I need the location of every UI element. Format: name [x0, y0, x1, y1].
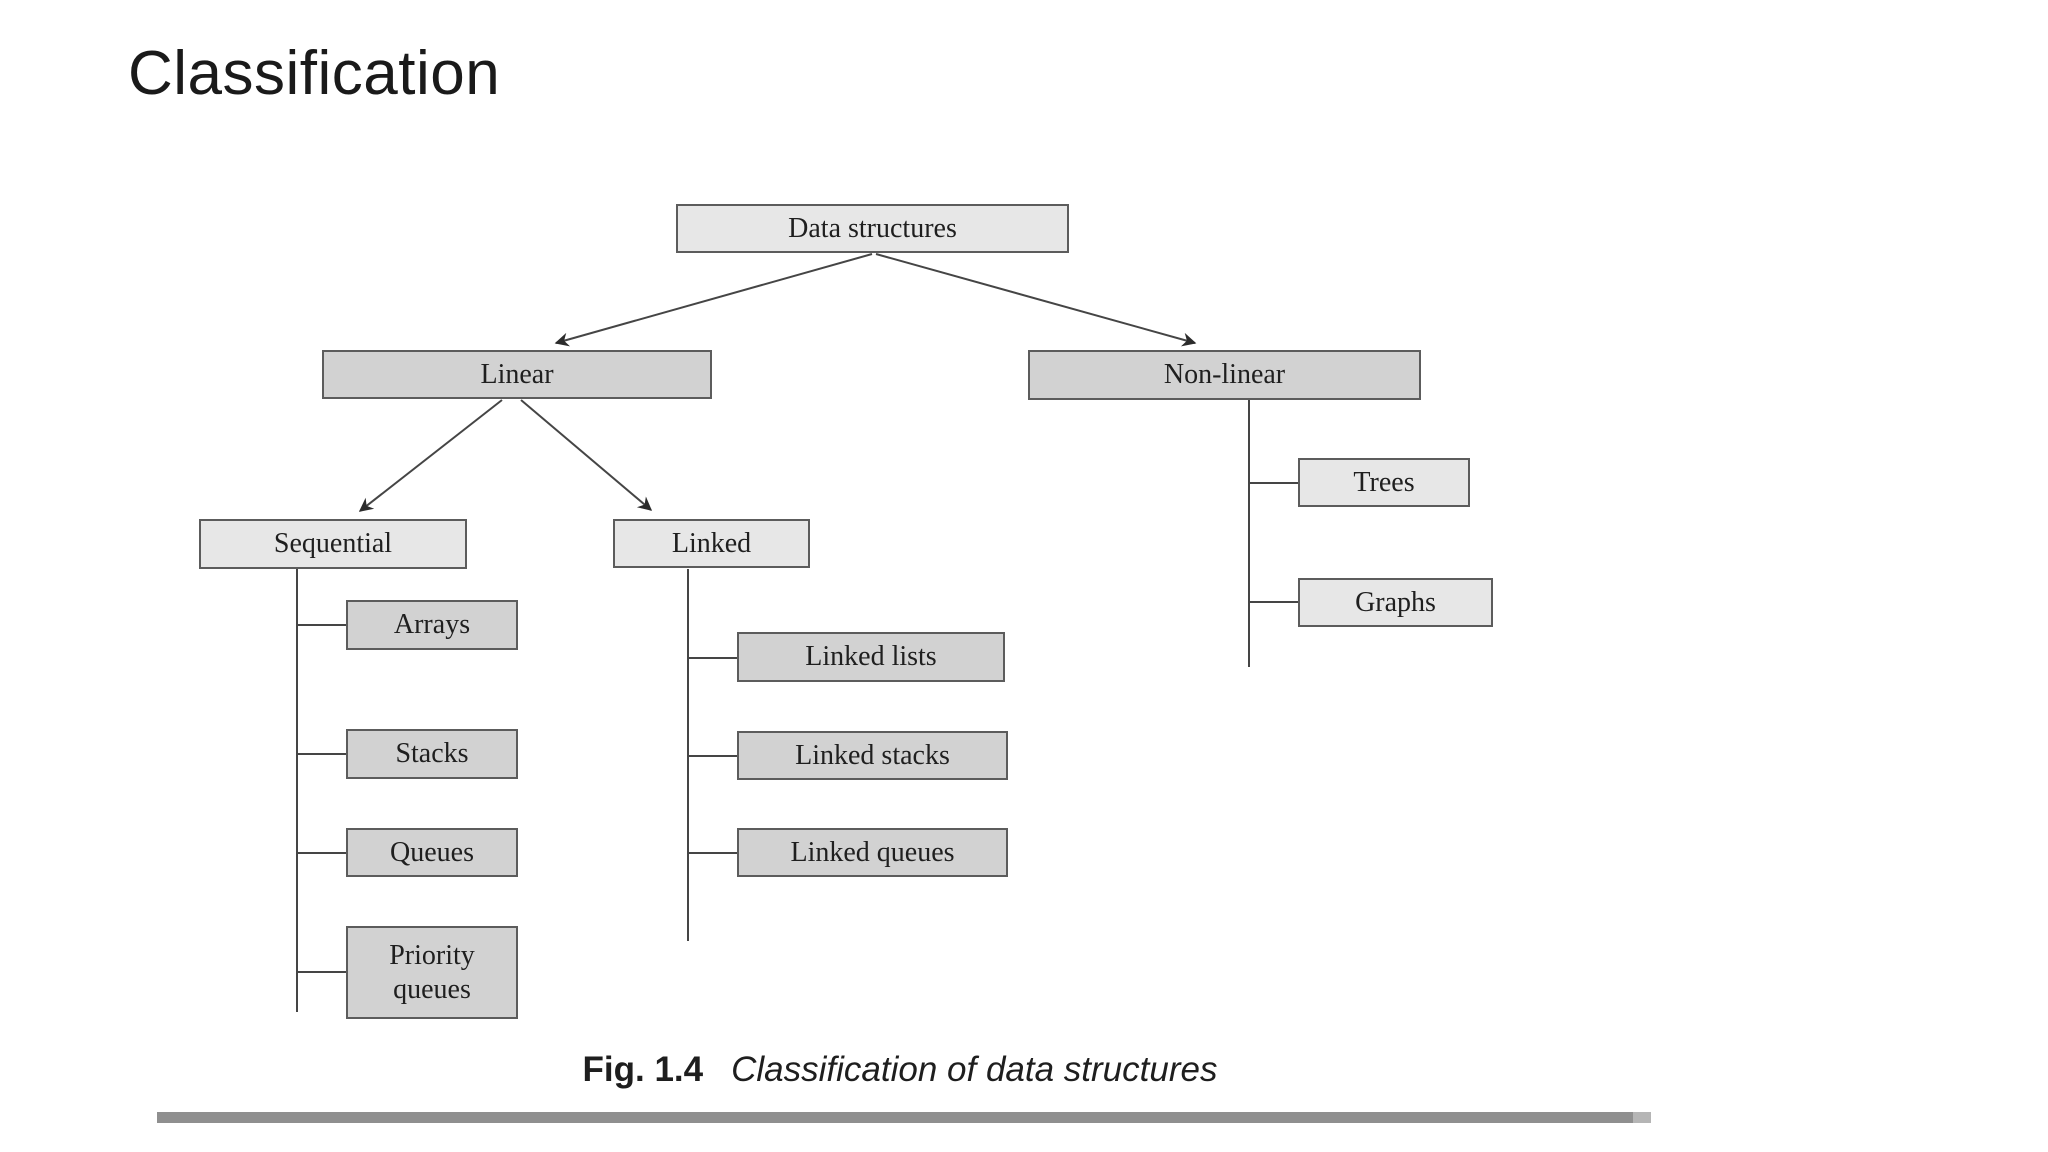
node-linked: Linked: [613, 519, 810, 568]
node-queues: Queues: [346, 828, 518, 877]
node-linear: Linear: [322, 350, 712, 399]
node-linked-lists: Linked lists: [737, 632, 1005, 682]
node-stacks: Stacks: [346, 729, 518, 779]
node-graphs: Graphs: [1298, 578, 1493, 627]
page-title: Classification: [128, 39, 501, 108]
node-priority-queues: Priority queues: [346, 926, 518, 1019]
node-non-linear: Non-linear: [1028, 350, 1421, 400]
node-data-structures: Data structures: [676, 204, 1069, 253]
figure-caption-text: Classification of data structures: [731, 1050, 1218, 1089]
bottom-divider: [157, 1112, 1651, 1123]
figure-caption: Fig. 1.4 Classification of data structure…: [350, 1050, 1450, 1090]
node-linked-stacks: Linked stacks: [737, 731, 1008, 780]
node-sequential: Sequential: [199, 519, 467, 569]
node-linked-queues: Linked queues: [737, 828, 1008, 877]
node-trees: Trees: [1298, 458, 1470, 507]
node-arrays: Arrays: [346, 600, 518, 650]
figure-caption-label: Fig. 1.4: [582, 1050, 704, 1089]
